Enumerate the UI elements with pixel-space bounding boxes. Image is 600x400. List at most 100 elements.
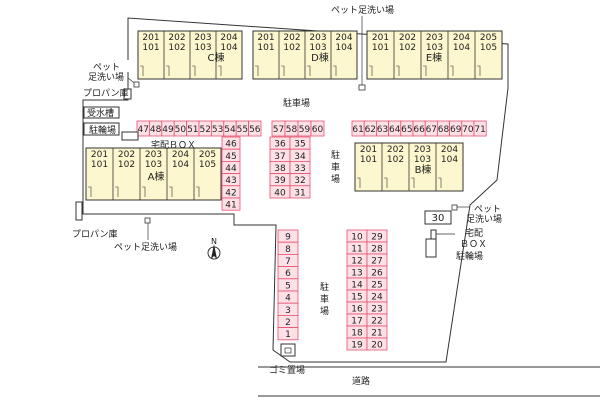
parking-slot-30 [424, 210, 452, 225]
parking-slot-label: 20 [371, 341, 383, 351]
road-label: 道路 [352, 375, 370, 387]
bike-parking-left-label: 駐輪場 [89, 124, 116, 136]
unit-number-upper: 201 [142, 33, 159, 43]
unit-stairs [333, 65, 337, 76]
unit-number-upper: 203 [194, 33, 211, 43]
parking-slot-71 [473, 120, 487, 137]
pet-wash-top-marker [358, 84, 366, 91]
garbage-label: ゴミ置場 [269, 364, 305, 376]
unit-number-upper: 203 [145, 150, 162, 160]
parking-slot-label: 28 [371, 245, 383, 255]
unit-stairs [450, 65, 454, 76]
parking-slot-label: 43 [225, 176, 236, 186]
propane-shed-top [123, 88, 132, 100]
parking-slot-20 [366, 337, 388, 351]
parking-slot-label: 24 [371, 293, 383, 303]
unit-stairs [423, 65, 427, 76]
parking-slot-label: 15 [351, 293, 362, 303]
unit-number-upper: 204 [453, 33, 470, 43]
parking-slot-label: 7 [285, 257, 291, 267]
pet-wash-left-marker [133, 81, 140, 88]
unit-number-upper: 202 [283, 33, 300, 43]
unit-number-upper: 205 [199, 150, 216, 160]
parking-slot-41 [221, 197, 241, 211]
bike-parking-right-box [425, 238, 437, 258]
parking-slot-31 [289, 185, 311, 199]
garbage-area-inner [284, 347, 292, 354]
parking-slot-label: 37 [274, 152, 285, 162]
parking-slot-label: 25 [371, 281, 382, 291]
parking-slot-label: 44 [225, 164, 237, 174]
unit-number-lower: 101 [257, 43, 274, 53]
unit-number-upper: 203 [309, 33, 326, 43]
parking-label-south-2: 車 [320, 293, 329, 305]
unit-number-lower: 104 [453, 43, 470, 53]
building-e-outline [366, 30, 503, 80]
pet-wash-right-marker [451, 204, 458, 211]
unit-stairs [369, 65, 373, 76]
parking-slot-label: 18 [351, 329, 363, 339]
delivery-box-right [430, 229, 437, 240]
unit-stairs [307, 65, 311, 76]
building-a-outline [85, 147, 222, 201]
unit-number-upper: 201 [91, 150, 108, 160]
parking-slot-label: 51 [187, 125, 198, 135]
parking-slot-label: 56 [249, 125, 261, 135]
unit-stairs [140, 65, 144, 76]
unit-stairs [192, 65, 196, 76]
parking-slot-label: 63 [377, 125, 388, 135]
pet-wash-left-line1: ペット [93, 63, 120, 73]
parking-slot-label: 54 [224, 125, 236, 135]
parking-slot-label: 9 [285, 233, 291, 243]
parking-slot-label: 8 [285, 245, 291, 255]
unit-number-lower: 103 [309, 43, 326, 53]
parking-slot-label: 10 [351, 233, 363, 243]
unit-number-lower: 101 [372, 43, 389, 53]
parking-slot-label: 49 [162, 125, 174, 135]
parking-label-south-1: 駐 [320, 281, 329, 293]
parking-slot-60 [310, 120, 325, 137]
parking-slot-label: 35 [294, 140, 305, 150]
parking-slot-label: 69 [450, 125, 462, 135]
unit-number-upper: 204 [220, 33, 237, 43]
parking-slot-label: 59 [299, 125, 311, 135]
building-a-name: A棟 [148, 170, 165, 183]
parking-slot-label: 57 [273, 125, 284, 135]
unit-number-upper: 204 [172, 150, 189, 160]
parking-slot-label: 23 [371, 305, 382, 315]
unit-number-upper: 202 [387, 145, 404, 155]
parking-slot-label: 45 [225, 152, 236, 162]
pet-wash-bottom-label: ペット足洗い場 [114, 241, 177, 253]
parking-slot-label: 11 [351, 245, 362, 255]
unit-number-lower: 105 [480, 43, 497, 53]
parking-slot-label: 65 [401, 125, 412, 135]
unit-stairs [142, 186, 146, 197]
unit-number-lower: 103 [414, 155, 431, 165]
propane-label-bottom: プロパン庫 [72, 228, 117, 240]
unit-number-lower: 102 [399, 43, 416, 53]
unit-stairs [196, 186, 200, 197]
water-tank-box [83, 106, 120, 119]
parking-slot-label: 60 [312, 125, 324, 135]
parking-slot-label: 4 [285, 294, 291, 304]
parking-label-mid-2: 車 [331, 161, 340, 173]
unit-stairs [396, 65, 400, 76]
unit-number-lower: 104 [441, 155, 458, 165]
parking-slot-30-label: 30 [432, 213, 445, 224]
delivery-box-right-line2: ＢＯＸ [460, 240, 487, 250]
unit-number-upper: 202 [399, 33, 416, 43]
unit-number-lower: 101 [360, 155, 377, 165]
bike-parking-right-label: 駐輪場 [456, 250, 483, 262]
delivery-box-left [121, 131, 139, 141]
parking-slot-label: 66 [413, 125, 425, 135]
parking-slot-label: 47 [137, 125, 148, 135]
unit-number-upper: 201 [372, 33, 389, 43]
propane-label-top: プロパン庫 [83, 87, 128, 99]
unit-number-upper: 201 [360, 145, 377, 155]
